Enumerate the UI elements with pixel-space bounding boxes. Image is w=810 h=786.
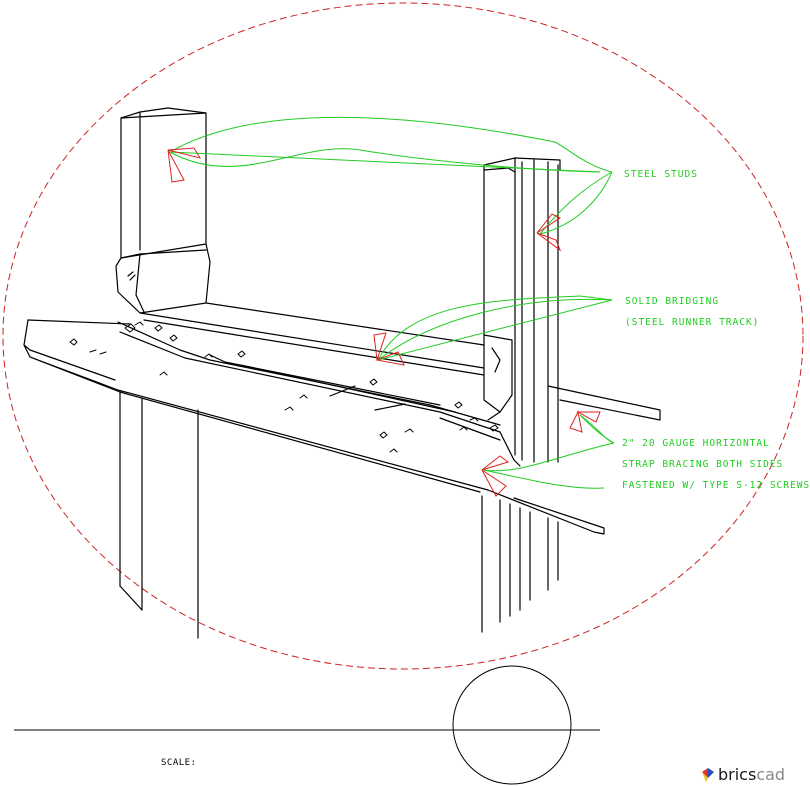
arrowhead-strap-upper: [569, 410, 601, 433]
label-strap-line1: 2" 20 GAUGE HORIZONTAL: [622, 438, 770, 449]
leader-lines: [169, 116, 615, 489]
arrowhead-bridging: [373, 332, 405, 366]
label-strap-line3: FASTENED W/ TYPE S-12 SCREWS: [622, 480, 810, 491]
label-solid-bridging: SOLID BRIDGING: [625, 296, 720, 307]
detail-boundary-circle: [2, 2, 804, 670]
arrowhead-studs-left: [167, 147, 202, 183]
arrowhead-strap-lower: [481, 455, 510, 497]
left-stud: [115, 107, 211, 314]
bridging-track: [117, 302, 501, 433]
label-strap-line2: STRAP BRACING BOTH SIDES: [622, 459, 784, 470]
label-steel-studs: STEEL STUDS: [624, 169, 698, 180]
brand-part2: cad: [756, 764, 786, 784]
construction-linework: [23, 107, 661, 639]
bricscad-logo-icon: [702, 768, 714, 782]
right-stud: [483, 157, 561, 463]
arrowhead-studs-right: [536, 213, 562, 252]
scale-label: SCALE:: [161, 758, 197, 768]
lower-studs: [119, 391, 559, 639]
base-slab: [23, 319, 661, 535]
fastener-symbols: [69, 321, 499, 453]
leader-arrowheads: [167, 147, 601, 497]
label-steel-runner-track: (STEEL RUNNER TRACK): [625, 317, 760, 328]
brand-part1: brics: [718, 764, 757, 784]
detail-bubble: [452, 665, 572, 785]
